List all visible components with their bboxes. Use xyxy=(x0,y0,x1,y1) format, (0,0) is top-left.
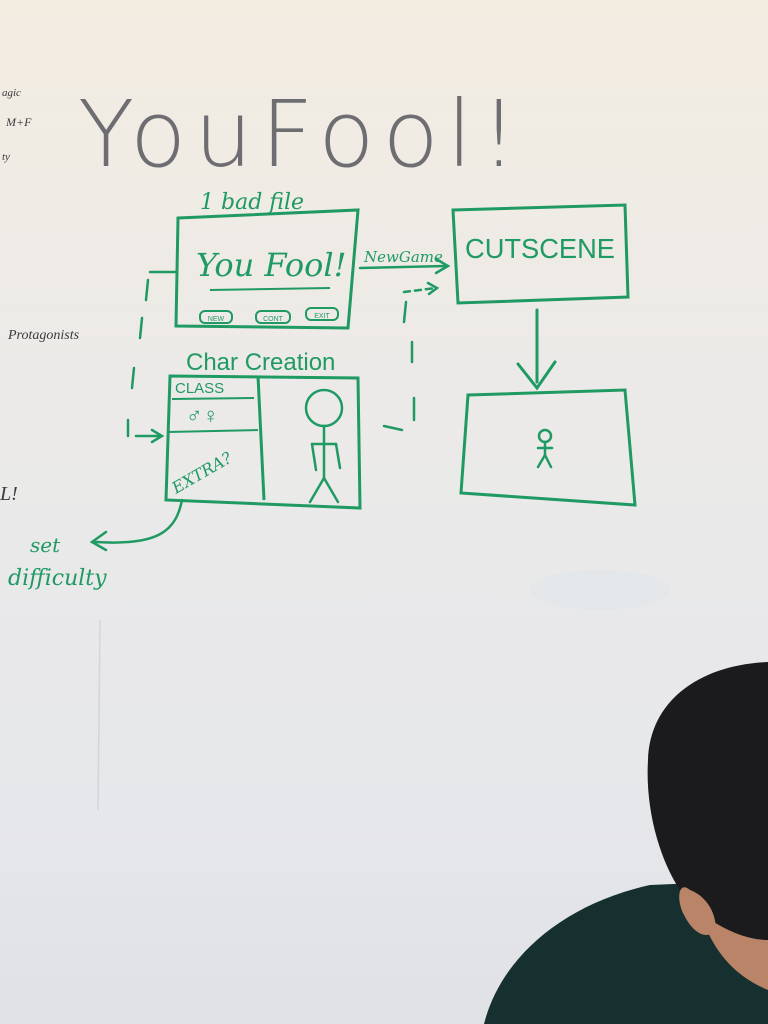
title-screen-mockup: You Fool! NEW CONT EXIT xyxy=(174,208,360,330)
note-magic: agic xyxy=(2,87,21,99)
difficulty-note-line2: difficulty xyxy=(8,566,107,591)
title-menu-button-new: NEW xyxy=(199,310,233,324)
char-class-label: CLASS xyxy=(175,380,224,397)
person-ear xyxy=(679,887,716,935)
note-mf: M+F xyxy=(5,115,32,129)
char-creation-mockup: CLASS ♂♀ EXTRA? xyxy=(164,374,362,510)
logo-underline xyxy=(209,287,331,291)
board-scratch xyxy=(97,619,101,811)
char-creation-heading: Char Creation xyxy=(186,349,335,376)
title-screen-heading: 1 bad file xyxy=(200,190,304,215)
gameplay-screen-mockup xyxy=(459,388,637,507)
cutscene-label: CUTSCENE xyxy=(465,233,615,264)
person-hair xyxy=(647,662,768,940)
title-menu-button-new-label: NEW xyxy=(208,316,225,323)
note-l-mark: L! xyxy=(0,483,18,505)
note-ty: ty xyxy=(2,151,10,163)
title-menu-button-exit-label: EXIT xyxy=(314,313,330,320)
newgame-arrow xyxy=(358,257,451,296)
flow-dashed-lines xyxy=(126,270,416,444)
cutscene-mockup: CUTSCENE xyxy=(451,203,630,305)
board-smudge xyxy=(530,570,670,610)
char-extra-label: EXTRA? xyxy=(168,448,236,498)
person-head xyxy=(484,662,768,1024)
title-menu-button-cont-label: CONT xyxy=(263,316,284,323)
difficulty-note-line1: set xyxy=(30,533,61,557)
difficulty-callout-arrow xyxy=(89,498,184,552)
newgame-arrow-label: NewGame xyxy=(363,248,443,266)
title-menu-button-cont: CONT xyxy=(255,310,291,324)
cutscene-down-arrow xyxy=(516,308,557,391)
char-gender-symbols: ♂♀ xyxy=(186,403,219,428)
note-protagonists: Protagonists xyxy=(7,328,80,343)
title-menu-button-exit: EXIT xyxy=(305,307,339,321)
pencil-title: YouFool! xyxy=(78,81,525,188)
stick-figure-icon xyxy=(304,388,344,504)
player-character-icon xyxy=(536,428,554,469)
title-logo: You Fool! xyxy=(196,246,346,284)
